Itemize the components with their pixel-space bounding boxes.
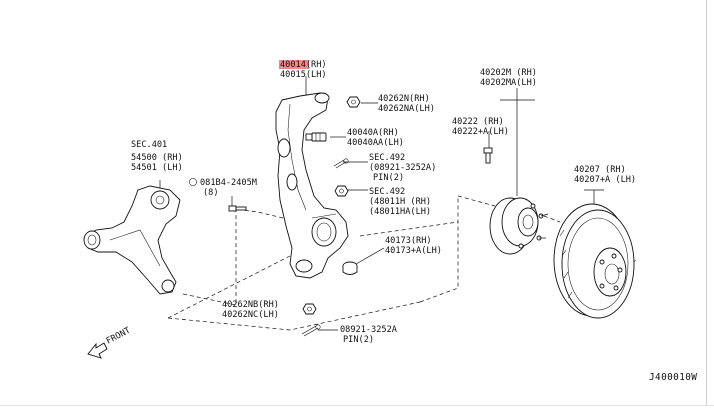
nut-40262n[interactable] (346, 96, 361, 108)
label-front: FRONT (105, 326, 133, 347)
label-40262na: 40262NA(LH) (378, 104, 435, 114)
label-08921-bottom: 08921-3252A (340, 325, 398, 335)
nut-48011h[interactable] (334, 185, 349, 197)
front-direction-arrow (87, 342, 108, 359)
label-40014: 40014(RH) (280, 60, 327, 70)
label-sec401: SEC.401 (131, 140, 167, 150)
label-40202ma: 40202MA(LH) (480, 78, 537, 88)
label-54501: 54501 (LH) (131, 163, 183, 173)
nut-40262nb[interactable] (302, 303, 317, 315)
part-highlight (279, 60, 309, 69)
circled-b-icon (189, 178, 197, 186)
diagram-code: J400010W (649, 372, 697, 383)
cotter-pin-top[interactable] (333, 158, 349, 169)
cotter-pin-bottom[interactable] (301, 324, 321, 337)
frame-edge-right (706, 0, 707, 406)
steering-knuckle[interactable] (275, 92, 349, 279)
label-40173: 40173(RH) (385, 236, 432, 246)
wheel-hub-bearing-40202m[interactable] (489, 197, 549, 255)
label-08184: 081B4-2405M (200, 178, 257, 188)
label-sec492-top: SEC.492 (369, 153, 405, 163)
label-54500: 54500 (RH) (131, 153, 183, 163)
label-08921-top: (08921-3252A) (369, 163, 436, 173)
bolt-40040a[interactable] (305, 132, 327, 142)
labels: 40014(RH) 40015(LH) 40262N(RH) 40262NA(L… (105, 60, 697, 383)
hub-bolt-40222[interactable] (483, 147, 493, 164)
label-40262n: 40262N(RH) (378, 94, 430, 104)
label-40173a: 40173+A(LH) (385, 246, 442, 256)
label-48011h: (48011H (RH) (369, 197, 431, 207)
label-40222: 40222 (RH) (452, 117, 504, 127)
label-40040a: 40040A(RH) (347, 128, 399, 138)
label-40202m: 40202M (RH) (480, 68, 537, 78)
label-pin-top: PIN(2) (373, 173, 404, 183)
label-08184-qty: (8) (203, 188, 219, 198)
label-sec492-bottom: SEC.492 (369, 187, 405, 197)
label-pin-bottom: PIN(2) (343, 335, 374, 345)
lower-control-arm[interactable] (83, 185, 181, 295)
bushing-40173[interactable] (342, 261, 358, 275)
bolt-08184[interactable] (228, 205, 247, 212)
label-48011ha: (48011HA(LH) (369, 207, 431, 217)
label-40207a: 40207+A (LH) (574, 175, 636, 185)
label-40262nc: 40262NC(LH) (222, 310, 279, 320)
brake-rotor-40207[interactable] (553, 203, 635, 319)
label-40015: 40015(LH) (280, 70, 327, 80)
label-40262nb: 40262NB(RH) (222, 300, 279, 310)
label-40207: 40207 (RH) (574, 165, 626, 175)
label-40040aa: 40040AA(LH) (347, 138, 404, 148)
label-40222a: 40222+A(LH) (452, 127, 509, 137)
